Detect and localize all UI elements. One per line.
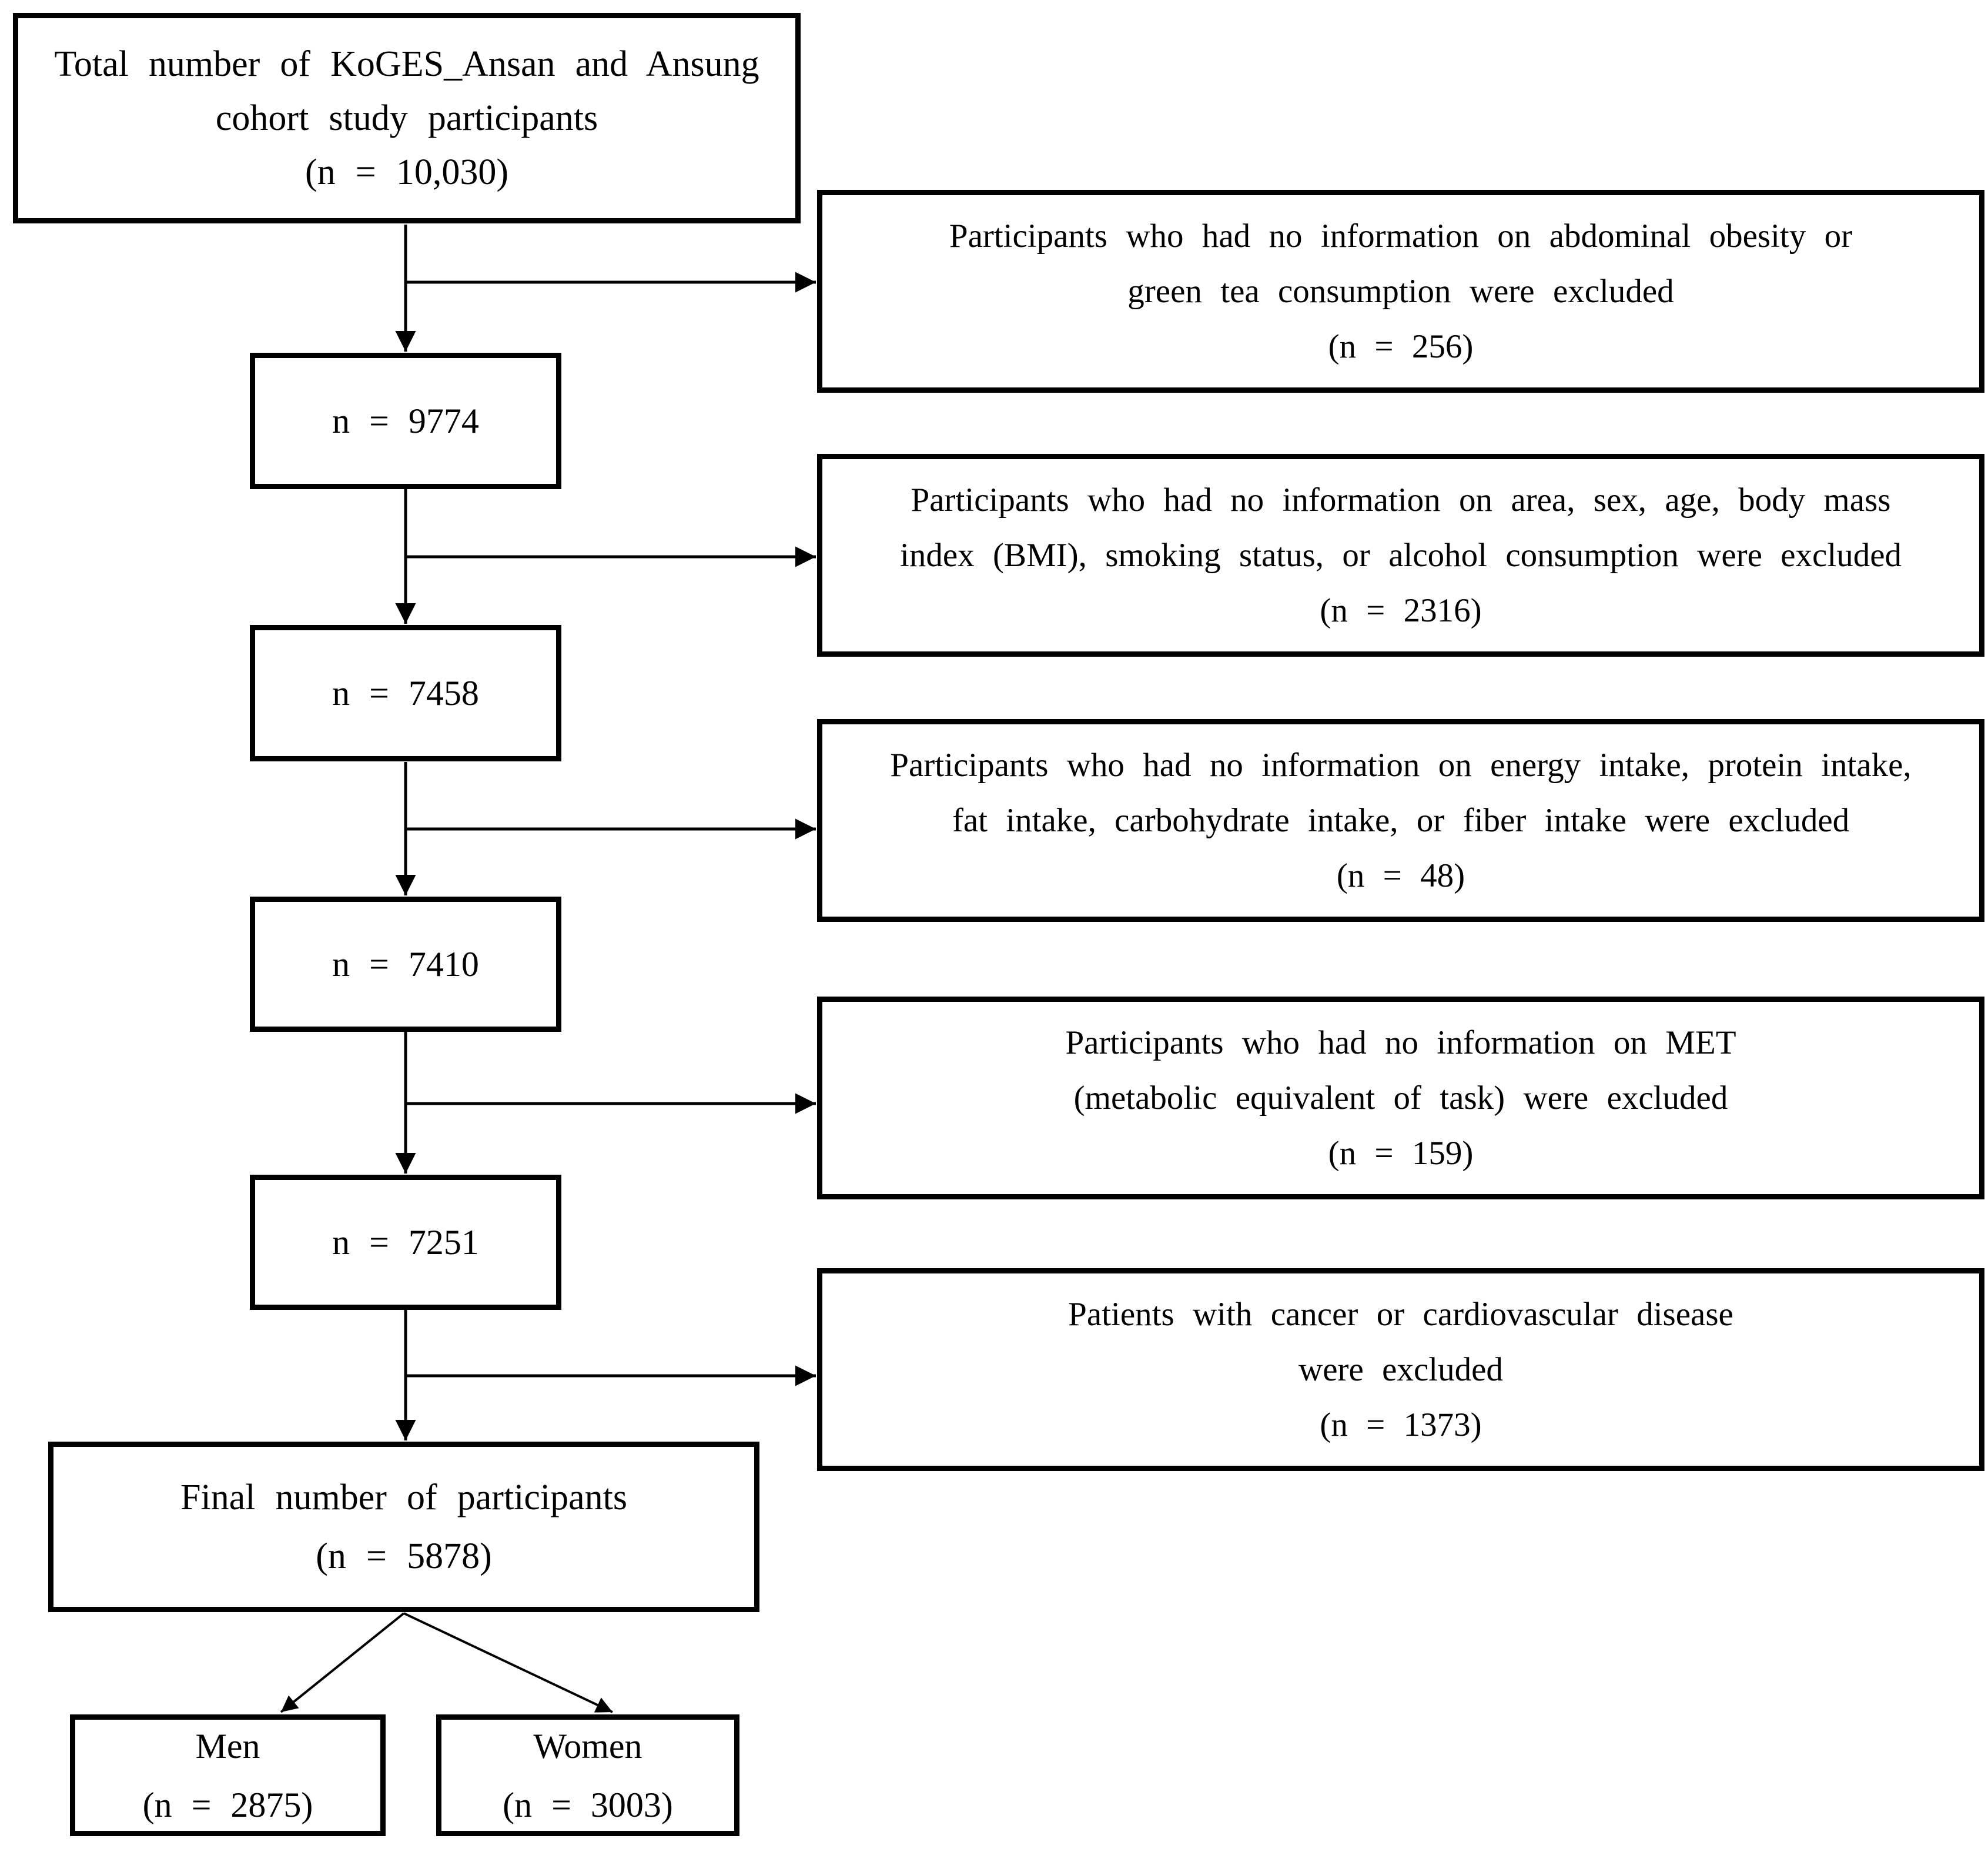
node-exclusion-obesity-greentea: Participants who had no information on a… — [817, 190, 1984, 393]
node-text-line: green tea consumption were excluded — [1127, 272, 1674, 310]
node-step-n7410: n = 7410 — [250, 897, 561, 1032]
node-text-line: Participants who had no information on M… — [1065, 1024, 1736, 1061]
node-count: (n = 10,030) — [305, 152, 508, 192]
node-count: n = 7458 — [332, 674, 479, 713]
node-text-line: Participants who had no information on a… — [949, 217, 1853, 255]
node-count: (n = 1373) — [1320, 1406, 1482, 1443]
node-count: (n = 2875) — [142, 1785, 313, 1824]
node-text-line: Final number of participants — [180, 1477, 628, 1517]
node-exclusion-cancer-cvd: Patients with cancer or cardiovascular d… — [817, 1268, 1984, 1471]
node-text-line: Participants who had no information on a… — [911, 481, 1891, 519]
node-women: Women (n = 3003) — [436, 1714, 739, 1836]
node-men: Men (n = 2875) — [70, 1714, 386, 1836]
node-text-line: Total number of KoGES_Ansan and Ansung — [54, 44, 759, 84]
node-exclusion-diet-intake: Participants who had no information on e… — [817, 719, 1984, 922]
node-count: n = 7251 — [332, 1223, 479, 1262]
node-count: (n = 256) — [1328, 327, 1474, 365]
node-text-line: Men — [195, 1726, 260, 1766]
diagonal-arrow-men — [280, 1612, 405, 1713]
node-text-line: fat intake, carbohydrate intake, or fibe… — [952, 801, 1850, 839]
node-exclusion-met: Participants who had no information on M… — [817, 997, 1984, 1199]
node-count: (n = 2316) — [1320, 591, 1482, 629]
node-count: (n = 159) — [1328, 1134, 1474, 1172]
node-text-line: Patients with cancer or cardiovascular d… — [1068, 1295, 1733, 1333]
node-count: n = 9774 — [332, 402, 479, 440]
node-text-line: (metabolic equivalent of task) were excl… — [1073, 1079, 1728, 1116]
diagonal-arrow-women — [403, 1612, 613, 1713]
node-count: n = 7410 — [332, 945, 479, 984]
node-step-n9774: n = 9774 — [250, 353, 561, 489]
node-step-n7458: n = 7458 — [250, 625, 561, 761]
node-text-line: index (BMI), smoking status, or alcohol … — [900, 536, 1902, 574]
node-final-participants: Final number of participants (n = 5878) — [48, 1442, 759, 1612]
node-count: (n = 5878) — [316, 1536, 492, 1576]
node-step-n7251: n = 7251 — [250, 1175, 561, 1310]
node-text-line: cohort study participants — [215, 98, 598, 138]
node-count: (n = 48) — [1336, 857, 1465, 894]
node-text-line: were excluded — [1298, 1350, 1503, 1388]
node-total-participants: Total number of KoGES_Ansan and Ansung c… — [13, 13, 801, 223]
node-exclusion-demographics: Participants who had no information on a… — [817, 454, 1984, 657]
node-count: (n = 3003) — [503, 1785, 673, 1824]
node-text-line: Participants who had no information on e… — [890, 746, 1912, 784]
node-text-line: Women — [533, 1726, 642, 1766]
